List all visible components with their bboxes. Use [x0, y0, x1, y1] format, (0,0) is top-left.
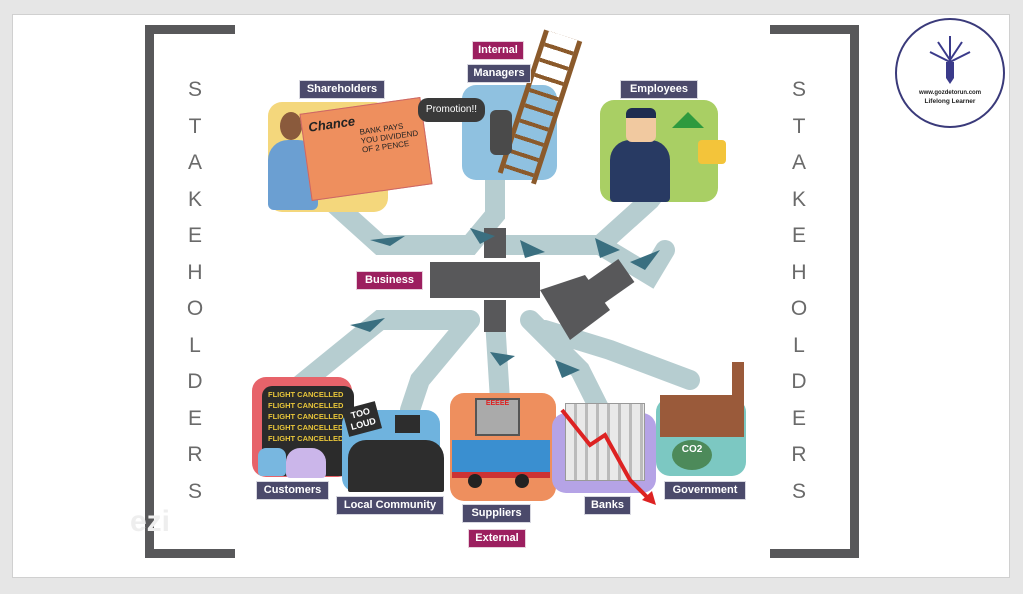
- external-label: External: [468, 529, 526, 548]
- logo-url: www.gozdetorun.com: [918, 90, 982, 96]
- protest-crowd: [348, 440, 444, 492]
- truck: [452, 440, 550, 478]
- employee-head: [626, 108, 656, 142]
- stakeholders-letter: L: [793, 333, 805, 357]
- stakeholders-letter: D: [187, 370, 203, 393]
- stakeholders-letter: H: [791, 260, 807, 284]
- stakeholders-letter: E: [187, 224, 202, 247]
- suppliers-label: Suppliers: [462, 504, 531, 523]
- stakeholders-letter: S: [187, 78, 202, 101]
- stakeholders-letter: S: [791, 479, 806, 503]
- bank-building: [565, 403, 645, 481]
- stakeholders-letter: A: [187, 151, 202, 174]
- customers-label: Customers: [256, 481, 329, 500]
- business-label: Business: [356, 271, 423, 290]
- stakeholders-letter: A: [791, 151, 806, 174]
- parliament-building: [660, 395, 738, 437]
- shareholders-label: Shareholders: [299, 80, 385, 99]
- coins-icon: [698, 140, 726, 164]
- shareholder-head: [280, 112, 302, 140]
- big-ben-tower: [732, 362, 744, 437]
- stakeholders-letter: D: [791, 370, 807, 393]
- pencil-tree-icon: [929, 36, 971, 84]
- up-arrow-icon: [672, 112, 704, 128]
- logo-tagline: Lifelong Learner: [924, 98, 976, 105]
- internal-label: Internal: [472, 41, 524, 60]
- government-label: Government: [664, 481, 746, 500]
- falling-arrow-icon: [560, 408, 656, 505]
- logo-badge: www.gozdetorun.com Lifelong Learner: [895, 18, 1005, 128]
- employee-person: [610, 140, 670, 202]
- truck-wheel: [468, 474, 482, 488]
- customer-person: [258, 448, 286, 476]
- stakeholders-letter: R: [791, 443, 807, 466]
- stakeholders-letter: K: [187, 187, 202, 211]
- promotion-speech-bubble: Promotion!!: [418, 98, 485, 122]
- local-community-label: Local Community: [336, 496, 444, 515]
- prezi-watermark: ezi: [130, 505, 171, 538]
- stakeholders-letter: O: [186, 297, 204, 320]
- stakeholders-letter: L: [189, 333, 201, 357]
- cash-register: EEEEE: [475, 398, 520, 436]
- banks-label: Banks: [584, 496, 631, 515]
- stakeholders-letter: S: [187, 479, 202, 503]
- customer-person: [286, 448, 326, 478]
- stakeholders-letter: H: [187, 260, 203, 284]
- chance-card: Chance BANK PAYS YOU DIVIDEND OF 2 PENCE: [299, 96, 433, 202]
- stakeholders-letter: R: [187, 443, 203, 466]
- stakeholders-letter: E: [791, 406, 806, 430]
- stakeholders-letter: K: [791, 187, 806, 211]
- stakeholders-letter: T: [188, 114, 202, 138]
- co2-footprint: CO2: [672, 440, 712, 470]
- stakeholders-letter: S: [791, 78, 806, 101]
- manager-person: [490, 110, 512, 155]
- stakeholders-letter: E: [187, 406, 202, 430]
- employees-label: Employees: [620, 80, 698, 99]
- stakeholders-letter: E: [791, 224, 806, 247]
- truck-wheel: [515, 474, 529, 488]
- stakeholders-letter: O: [790, 297, 808, 320]
- protest-sign: [395, 415, 420, 433]
- stakeholders-letter: T: [792, 114, 806, 138]
- managers-label: Managers: [467, 64, 531, 83]
